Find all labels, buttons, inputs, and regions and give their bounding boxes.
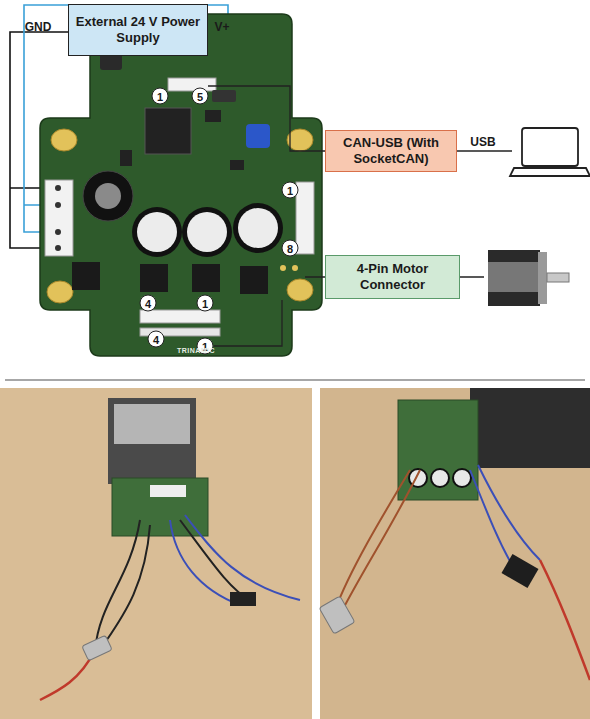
photo-connector <box>150 485 186 497</box>
photo-wire <box>335 470 420 615</box>
capacitor <box>182 207 232 257</box>
box-text-group: External 24 V Power Supply <box>75 14 201 46</box>
mosfet <box>240 266 268 294</box>
motor-shaft <box>547 273 569 282</box>
component-box: CAN-USB (With SocketCAN) <box>325 130 457 172</box>
can-connector <box>296 182 314 254</box>
box-label: CAN-USB (With SocketCAN) <box>332 135 450 167</box>
leader-line <box>214 300 282 346</box>
component-box: External 24 V Power Supply <box>68 4 208 56</box>
photo-capacitor <box>453 469 471 487</box>
box-label: 4-Pin Motor Connector <box>332 261 453 293</box>
photo-board <box>398 400 478 500</box>
capacitor <box>83 171 133 221</box>
board-brand: TRINAMIC <box>177 347 215 354</box>
laptop-base <box>510 168 590 176</box>
pin-name: GND <box>25 20 52 34</box>
mosfet <box>192 264 220 292</box>
mounting-hole <box>51 129 77 151</box>
callout-number: 8 <box>282 240 299 257</box>
laptop-screen <box>522 128 578 166</box>
photo-motor-label <box>114 404 190 444</box>
callout-number: 5 <box>192 88 209 105</box>
photo-motor <box>108 398 196 484</box>
pin <box>55 245 61 251</box>
small-chip <box>205 110 221 122</box>
pin <box>55 229 61 235</box>
pcb-board <box>40 14 322 356</box>
photo-background <box>0 388 312 719</box>
motor-band <box>488 262 540 292</box>
callout-number: 1 <box>282 182 299 199</box>
blue-button <box>246 124 270 148</box>
photo-plug <box>502 554 539 588</box>
usb-cable <box>457 150 512 151</box>
capacitor-top <box>187 212 227 252</box>
box-label: External 24 V Power Supply <box>75 14 201 46</box>
photo-wire <box>170 515 300 605</box>
capacitor <box>132 207 182 257</box>
motor-body <box>488 250 540 306</box>
photo-plug <box>230 592 256 606</box>
pin-name: V+ <box>214 20 229 34</box>
mounting-hole <box>47 281 73 303</box>
divider <box>5 379 585 381</box>
photo-wire <box>470 465 540 570</box>
capacitor-top <box>95 183 121 209</box>
box-text-group: 4-Pin Motor Connector <box>332 261 453 293</box>
pin <box>55 185 61 191</box>
photo-background <box>320 388 590 719</box>
mounting-hole <box>287 129 313 151</box>
small-chip <box>120 150 132 166</box>
io-connector <box>140 310 220 323</box>
callout-number: 1 <box>197 295 214 312</box>
motor-pad <box>280 265 286 271</box>
leader-line <box>208 86 325 151</box>
capacitor-top <box>137 212 177 252</box>
pin <box>55 202 61 208</box>
motor-flange <box>538 252 547 304</box>
mcu-chip <box>145 108 191 154</box>
small-chip <box>230 160 244 170</box>
top-connector <box>168 78 216 91</box>
photo-fuse <box>319 596 355 634</box>
mosfet <box>72 262 100 290</box>
callout-number: 1 <box>152 88 169 105</box>
mounting-hole <box>287 279 313 301</box>
photo-wire <box>95 520 250 650</box>
usb-port <box>212 90 236 102</box>
mosfet <box>140 264 168 292</box>
callout-number: 4 <box>140 295 157 312</box>
callout-number: 4 <box>148 331 165 348</box>
photo-wire <box>540 560 590 680</box>
motor-pad <box>292 265 298 271</box>
photo-fuse <box>82 635 112 660</box>
photo-laptop <box>470 388 590 468</box>
capacitor-top <box>238 208 278 248</box>
power-connector <box>45 180 73 256</box>
cable-label: USB <box>470 135 495 149</box>
capacitor <box>233 203 283 253</box>
box-text-group: CAN-USB (With SocketCAN) <box>332 135 450 167</box>
component-box: 4-Pin Motor Connector <box>325 255 460 299</box>
photo-capacitor <box>431 469 449 487</box>
